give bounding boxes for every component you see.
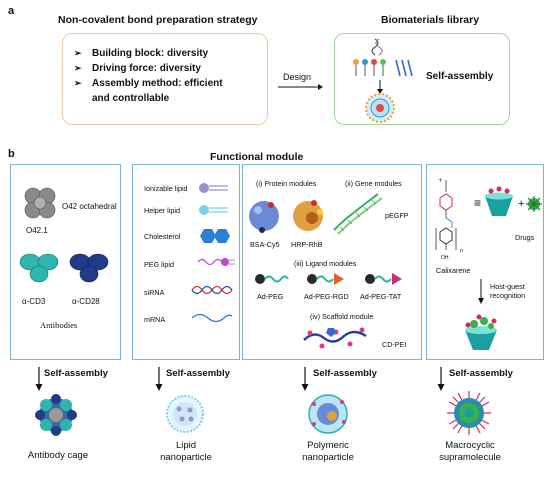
calixarene-n-label: n — [460, 248, 463, 254]
macrocyclic-supramolecule-label: Macrocyclic supramolecule — [439, 440, 501, 463]
host-guest-label: Host-guest recognition — [490, 282, 526, 300]
bsa-protein-icon — [249, 201, 279, 233]
self-assembly-arrow-1 — [35, 367, 43, 391]
protein-modules-label: (i) Protein modules — [256, 179, 317, 188]
cd28-label: α-CD28 — [72, 297, 100, 306]
functional-module-title: Functional module — [210, 151, 304, 163]
ligand-modules-label: (iii) Ligand modules — [294, 259, 357, 268]
library-box — [334, 33, 510, 125]
calixarene-cup-icon — [485, 186, 513, 216]
sirna-label: siRNA — [144, 288, 165, 297]
bullet-arrow-icon: ➢ — [74, 48, 82, 58]
sirna-icon — [191, 285, 233, 295]
drugs-icon — [526, 196, 542, 212]
strategy-title: Non-covalent bond preparation strategy — [58, 14, 258, 26]
self-assembly-arrow-4 — [437, 367, 445, 391]
self-assembly-arrow-2 — [155, 367, 163, 391]
pegfp-plasmid-icon — [333, 193, 383, 235]
o42-octahedral-icon — [24, 187, 56, 219]
cd-pei-icon — [303, 327, 367, 349]
mrna-label: mRNA — [144, 315, 166, 324]
peg-lipid-icon — [197, 258, 235, 266]
cholesterol-label: Cholesterol — [144, 232, 181, 241]
lipid-nanoparticle-label: Lipid nanoparticle — [160, 440, 212, 463]
antibody-cage-icon — [35, 394, 77, 436]
polymeric-nanoparticle-label: Polymeric nanoparticle — [302, 440, 354, 463]
macrocyclic-supramolecule-icon — [447, 391, 491, 435]
strategy-bullet-list: ➢Building block: diversity ➢Driving forc… — [74, 46, 223, 106]
helper-lipid-icon — [199, 205, 228, 215]
ionizable-lipid-label: Ionizable lipid — [144, 184, 188, 193]
calixarene-label: Calixarene — [436, 266, 471, 275]
ad-peg-tat-icon — [365, 273, 402, 285]
bullet-assembly-method-cont: and controllable — [92, 93, 170, 104]
bullet-driving-force: ➢Driving force: diversity — [74, 63, 201, 74]
cd-pei-label: CD-PEI — [382, 340, 407, 349]
self-assembly-arrow-3 — [301, 367, 309, 391]
design-arrow-icon — [278, 84, 323, 90]
cd3-label: α-CD3 — [22, 297, 46, 306]
ionizable-lipid-icon — [199, 183, 228, 193]
calixarene-oh-label: OH — [441, 255, 449, 261]
pegfp-label: pEGFP — [385, 211, 409, 220]
bullet-arrow-icon: ➢ — [74, 78, 82, 88]
gene-modules-label: (ii) Gene modules — [345, 179, 402, 188]
cd3-antibody-icon — [19, 253, 59, 283]
svg-text:+: + — [438, 177, 443, 184]
cholesterol-icon — [200, 229, 230, 243]
library-self-assembly-label: Self-assembly — [426, 71, 494, 82]
ad-peg-rgd-icon — [307, 273, 344, 285]
host-guest-complex-icon — [465, 314, 497, 350]
hrp-label: HRP-RhB — [291, 240, 323, 249]
self-assembly-label-4: Self-assembly — [449, 368, 513, 379]
panel-b-letter: b — [8, 148, 15, 160]
antibodies-label: Antibodies — [40, 320, 78, 330]
drugs-label: Drugs — [515, 233, 535, 242]
ad-peg-label: Ad-PEG — [257, 292, 284, 301]
library-title: Biomaterials library — [381, 14, 480, 26]
self-assembly-label-2: Self-assembly — [166, 368, 230, 379]
plus-symbol: + — [518, 198, 525, 210]
bullet-building-block: ➢Building block: diversity — [74, 48, 209, 59]
mrna-icon — [191, 313, 233, 323]
calixarene-structure-icon: + — [435, 177, 457, 250]
peg-lipid-label: PEG lipid — [144, 260, 174, 269]
ad-peg-tat-label: Ad-PEG-TAT — [360, 292, 402, 301]
polymeric-nanoparticle-icon — [308, 394, 348, 434]
cd28-antibody-icon — [69, 253, 109, 283]
hrp-protein-icon — [293, 200, 323, 231]
bullet-assembly-method: ➢Assembly method: efficient — [74, 78, 223, 89]
panel-a-letter: a — [8, 5, 15, 17]
polymer-module-panel — [242, 164, 422, 360]
self-assembly-label-1: Self-assembly — [44, 368, 108, 379]
host-guest-arrow-icon — [478, 279, 484, 304]
helper-lipid-label: Helper lipid — [144, 206, 180, 215]
bullet-arrow-icon: ➢ — [74, 63, 82, 73]
lipid-nanoparticle-icon — [166, 395, 204, 433]
antibody-cage-label: Antibody cage — [27, 450, 89, 461]
design-label: Design — [283, 72, 312, 82]
o42-octahedral-label: O42 octahedral — [62, 202, 117, 211]
bsa-label: BSA-Cy5 — [250, 240, 280, 249]
ad-peg-rgd-label: Ad-PEG-RGD — [304, 292, 349, 301]
scaffold-module-label: (iv) Scaffold module — [310, 312, 374, 321]
strategy-box — [62, 33, 268, 125]
equivalence-symbol: ≡ — [474, 196, 482, 210]
self-assembly-label-3: Self-assembly — [313, 368, 377, 379]
o42-1-label: O42.1 — [26, 226, 48, 235]
library-assembly-graphic — [353, 38, 413, 123]
ad-peg-icon — [255, 274, 289, 284]
